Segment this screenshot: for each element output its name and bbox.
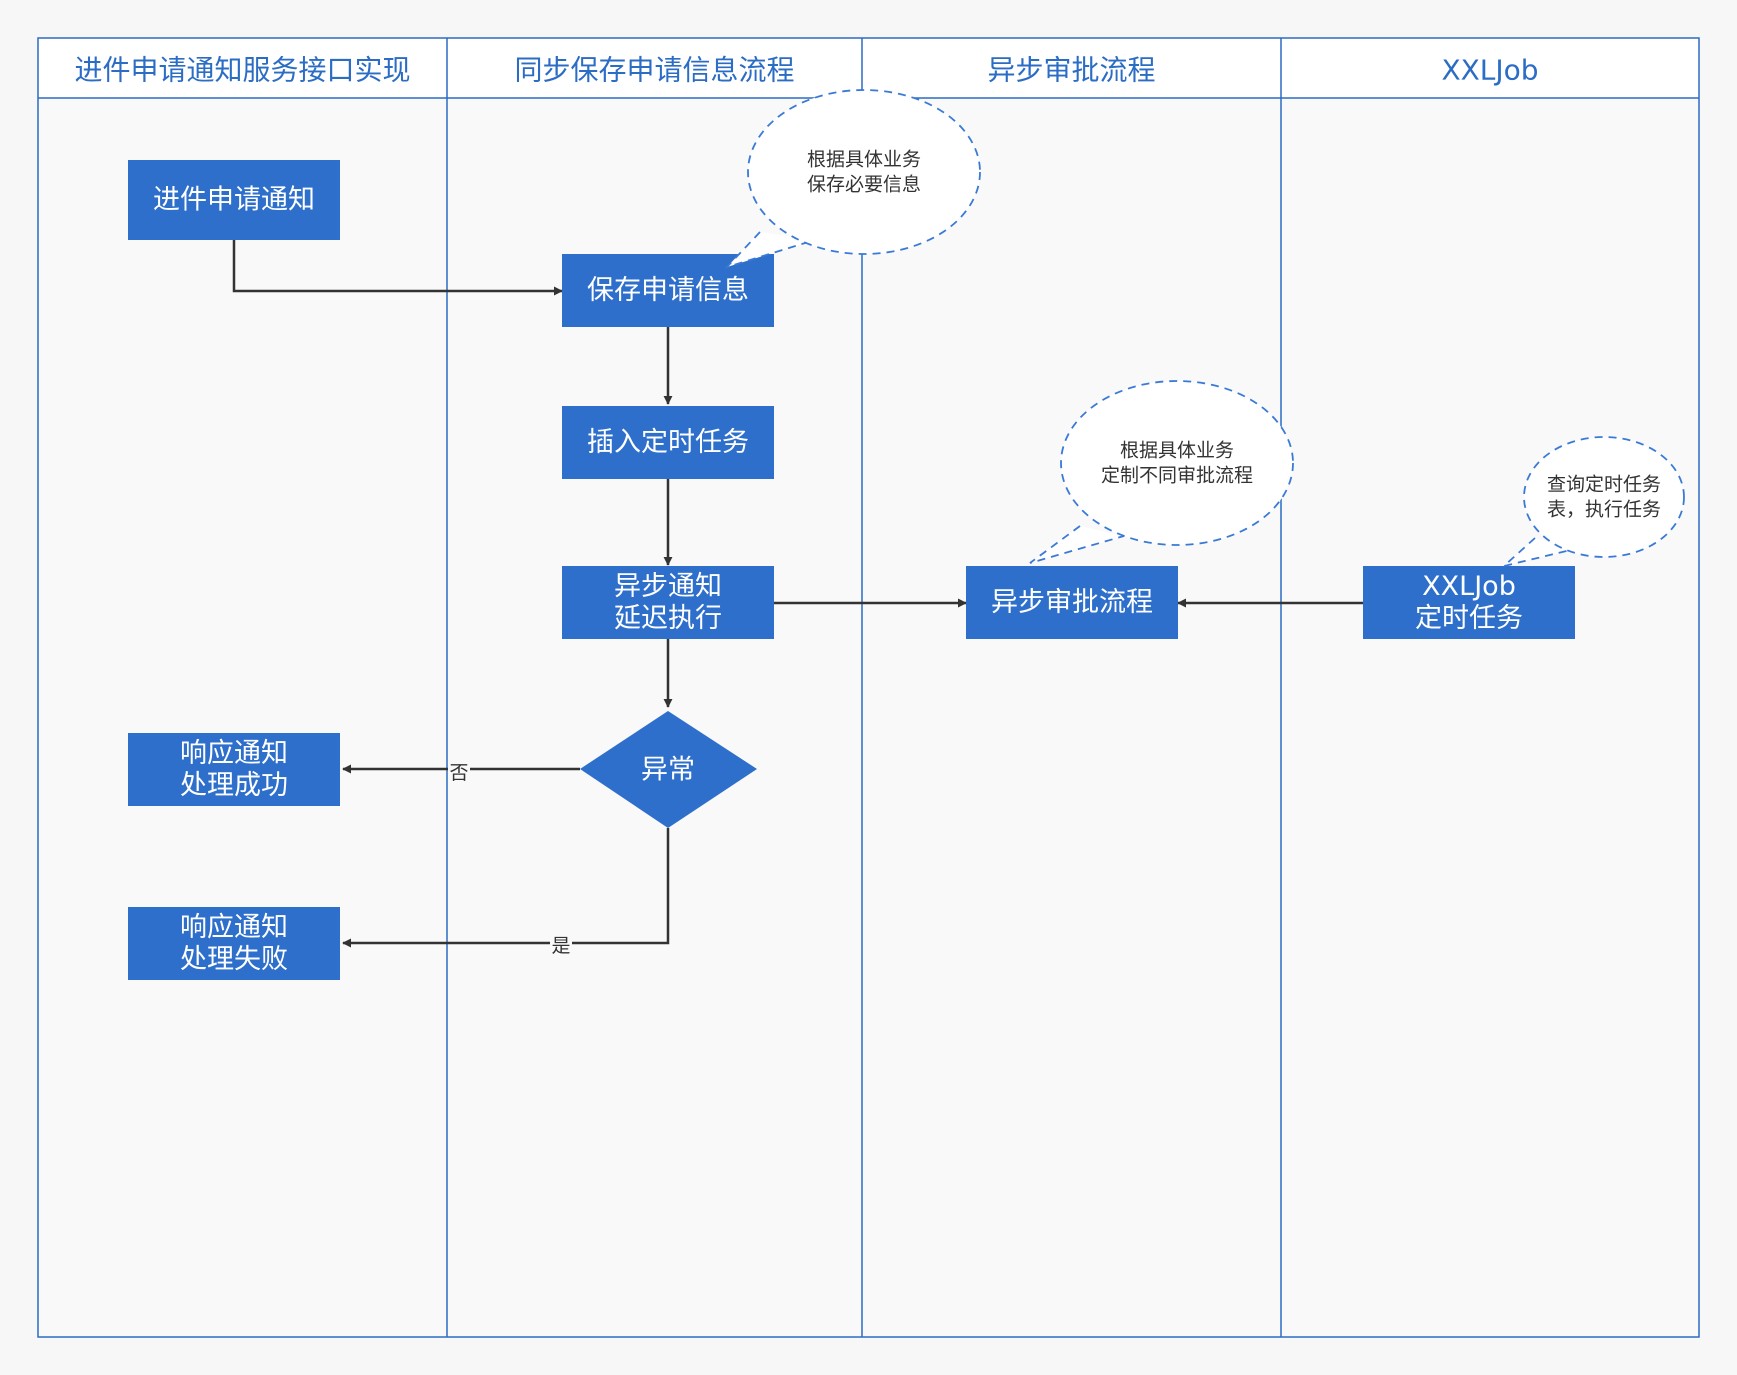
- callout-save-note: [747, 89, 981, 255]
- callout-approve-note-text: 定制不同审批流程: [1101, 465, 1253, 487]
- edge-label-no-background: [448, 759, 470, 781]
- lanes-border: [37, 37, 1700, 1338]
- node-exception: [580, 711, 757, 828]
- arrow-exception-yes: [342, 828, 670, 948]
- node-resp-fail-label: 处理失败: [180, 944, 288, 975]
- node-async-approve-label: 异步审批流程: [991, 587, 1153, 618]
- lanes-header-background: [38, 38, 1699, 98]
- node-resp-fail-label: 响应通知: [180, 912, 288, 943]
- callout-approve-note-text: 根据具体业务: [1120, 440, 1234, 462]
- callout-save-note-text: 根据具体业务: [807, 149, 921, 171]
- arrow-notify-to-save: [232, 240, 563, 296]
- callout-job-note: [1523, 436, 1685, 558]
- lane-title: 异步审批流程: [987, 54, 1155, 87]
- callout-job-note-text: 查询定时任务: [1547, 474, 1661, 496]
- callout-approve-note: [1060, 380, 1294, 546]
- edge-label-yes-background: [550, 934, 572, 956]
- callout-save-note-tail: [724, 231, 816, 269]
- node-resp-success-label: 响应通知: [180, 738, 288, 769]
- node-resp-fail: [128, 907, 340, 980]
- callout-approve-note-tail: [1029, 525, 1125, 564]
- node-xxljob: [1363, 566, 1575, 639]
- callout-job-note-text: 表，执行任务: [1547, 499, 1661, 521]
- node-async-notify: [562, 566, 774, 639]
- lane-title: 进件申请通知服务接口实现: [74, 54, 410, 87]
- edge-label-yes: 是: [551, 935, 570, 957]
- node-resp-success: [128, 733, 340, 806]
- node-save: [562, 254, 774, 327]
- node-resp-success-label: 处理成功: [180, 770, 288, 801]
- node-xxljob-label: 定时任务: [1415, 603, 1523, 634]
- lane-title: 同步保存申请信息流程: [514, 54, 794, 87]
- node-save-label: 保存申请信息: [587, 275, 749, 306]
- node-insert-task-label: 插入定时任务: [587, 427, 749, 458]
- node-notify: [128, 160, 340, 240]
- node-async-approve: [966, 566, 1178, 639]
- node-xxljob-label: XXLJob: [1422, 571, 1516, 602]
- lanes-background: [38, 38, 1699, 1337]
- node-insert-task: [562, 406, 774, 479]
- node-notify-label: 进件申请通知: [153, 185, 315, 216]
- node-async-notify-label: 异步通知: [614, 571, 722, 602]
- lane-title: XXLJob: [1441, 54, 1538, 87]
- node-async-notify-label: 延迟执行: [614, 603, 722, 634]
- node-exception-label: 异常: [641, 755, 695, 786]
- callout-save-note-text: 保存必要信息: [807, 174, 921, 196]
- edge-label-no: 否: [449, 762, 468, 784]
